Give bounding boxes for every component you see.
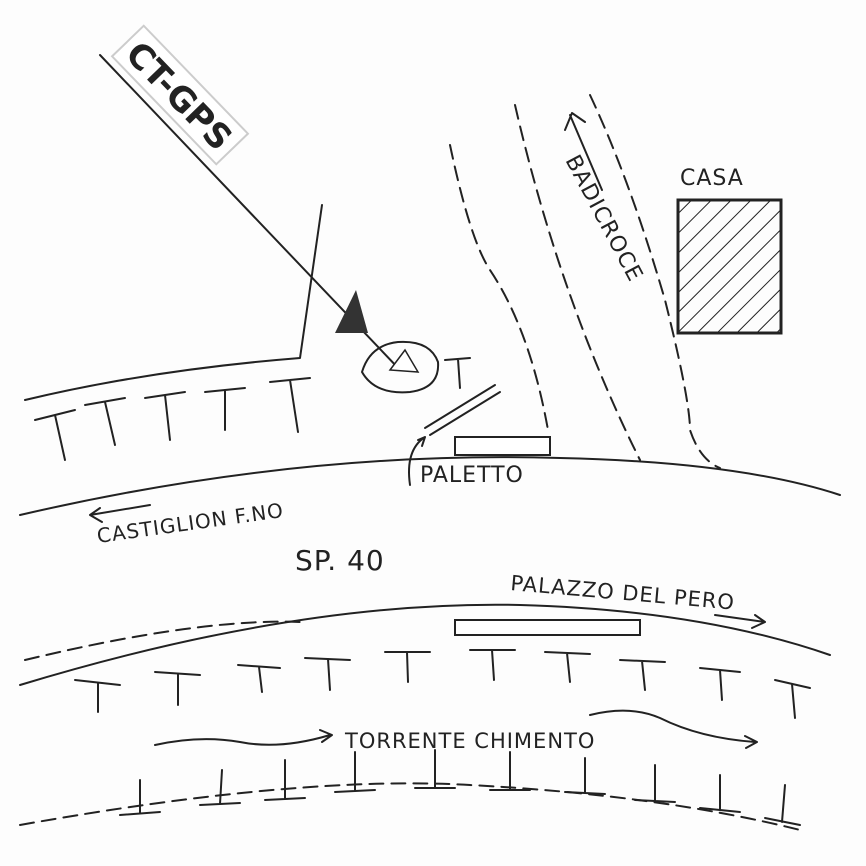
stream-label: TORRENTE CHIMENTO bbox=[344, 729, 595, 753]
post-icon bbox=[424, 384, 501, 436]
badge-label: CT-GPS bbox=[117, 34, 239, 159]
road-north-edge bbox=[19, 456, 841, 516]
arrow-north-icon bbox=[564, 112, 603, 191]
house-label: CASA bbox=[680, 166, 744, 191]
arrow-east-icon bbox=[714, 614, 766, 629]
badicroce-road-west bbox=[514, 104, 641, 461]
bridge-icon bbox=[454, 619, 641, 636]
house-icon bbox=[676, 198, 783, 335]
badicroce-label: BADICROCE bbox=[560, 151, 648, 286]
side-road-edge bbox=[449, 144, 549, 431]
bank-line bbox=[24, 204, 323, 401]
arrow-west-icon bbox=[89, 504, 151, 523]
wall-icon bbox=[454, 436, 551, 456]
castiglion-label: CASTIGLION F.NO bbox=[95, 498, 285, 548]
post-pointer-arrow bbox=[408, 436, 426, 486]
tree-symbols bbox=[34, 357, 811, 826]
paletto-label: PALETTO bbox=[420, 463, 524, 488]
ct-gps-badge: CT-GPS bbox=[110, 24, 250, 166]
stream-arrow-east bbox=[589, 709, 758, 749]
rock-icon bbox=[361, 340, 440, 394]
palazzo-label: PALAZZO DEL PERO bbox=[510, 571, 736, 615]
road-south-edge bbox=[19, 603, 831, 686]
marker-icon bbox=[335, 290, 368, 333]
badicroce-road-east bbox=[589, 94, 721, 469]
road-name-label: SP. 40 bbox=[295, 544, 385, 577]
stream-arrow-west bbox=[154, 729, 333, 746]
stream-bank bbox=[19, 782, 801, 831]
